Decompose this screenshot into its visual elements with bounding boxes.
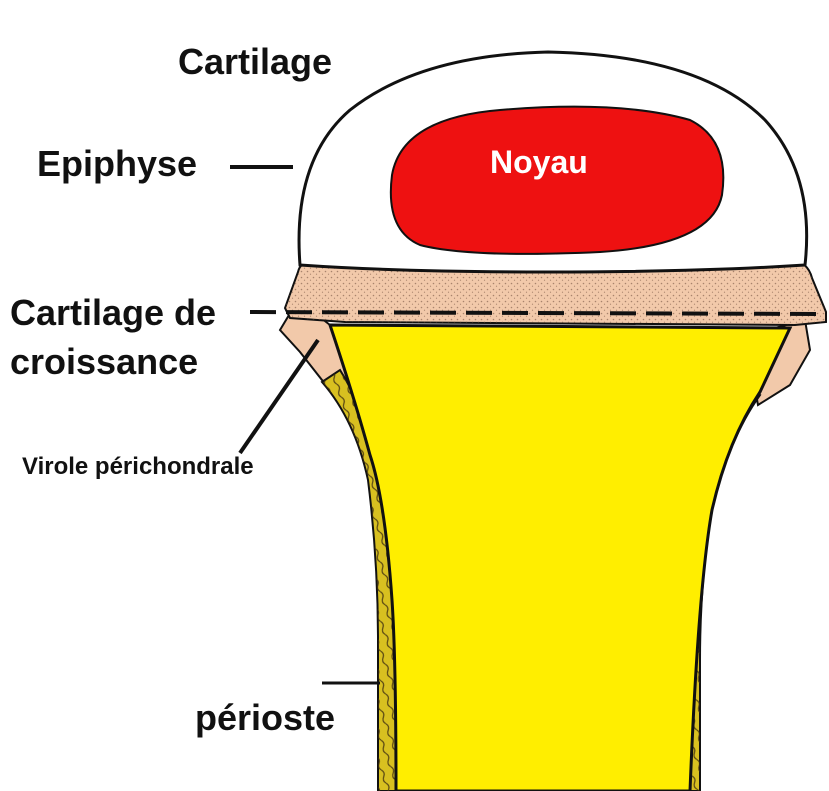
label-perioste: périoste <box>195 697 335 738</box>
diaphyse <box>330 325 790 791</box>
leader-virole <box>240 340 318 453</box>
label-croissance: croissance <box>10 341 198 382</box>
label-noyau: Noyau <box>490 144 588 180</box>
noyau <box>391 107 723 254</box>
label-cartilage-de: Cartilage de <box>10 292 216 333</box>
label-cartilage: Cartilage <box>178 41 332 82</box>
label-epiphyse: Epiphyse <box>37 143 197 184</box>
label-virole: Virole périchondrale <box>22 453 254 480</box>
